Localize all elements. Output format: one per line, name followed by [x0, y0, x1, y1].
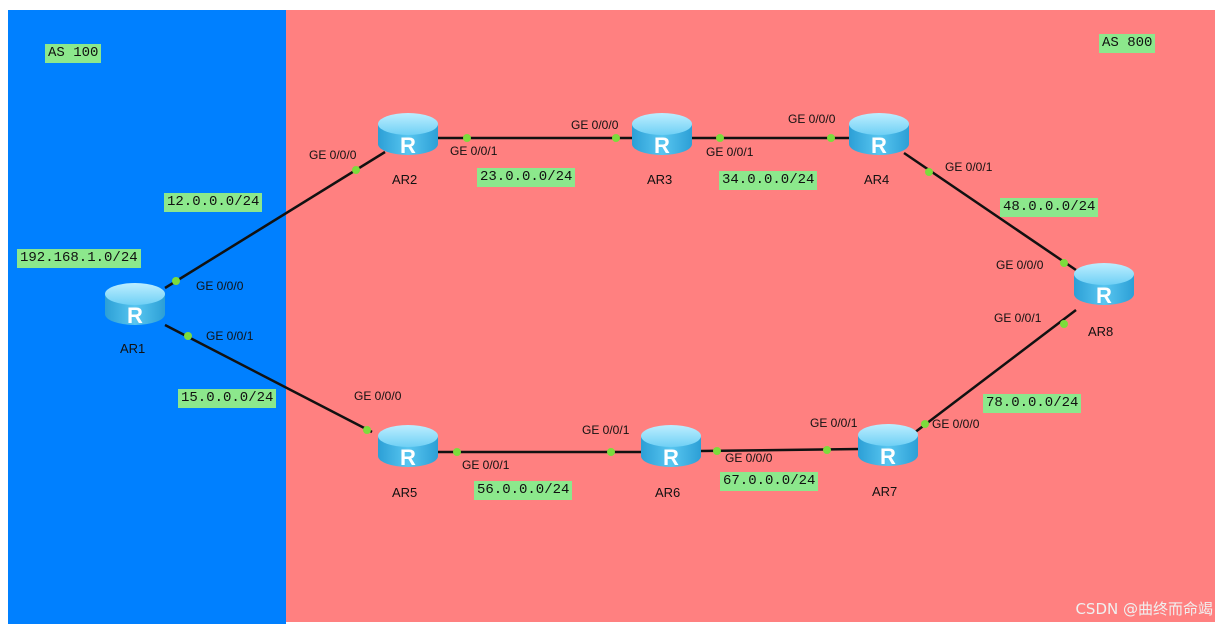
router-name-ar3: AR3 — [647, 172, 673, 187]
port-label-ar4-g0: GE 0/0/0 — [788, 112, 836, 126]
port-label-ar3-g1: GE 0/0/1 — [706, 145, 754, 159]
as800-label: AS 800 — [1099, 34, 1156, 53]
port-dot-ar5-g0 — [363, 426, 371, 434]
router-name-ar6: AR6 — [655, 485, 681, 500]
port-dot-ar6-g1 — [607, 448, 615, 456]
link-ar6-ar7 — [699, 447, 861, 453]
port-dot-ar2-g1 — [463, 134, 471, 142]
port-label-ar5-g0: GE 0/0/0 — [354, 389, 402, 403]
svg-text:R: R — [880, 444, 896, 469]
svg-text:R: R — [663, 445, 679, 470]
watermark: CSDN @曲终而命竭 — [1075, 600, 1213, 618]
port-label-ar7-g0: GE 0/0/0 — [932, 417, 980, 431]
link-ar7-ar8 — [913, 309, 1077, 434]
port-label-ar2-g1: GE 0/0/1 — [450, 144, 498, 158]
svg-text:R: R — [400, 133, 416, 158]
router-ar7-icon: R — [858, 424, 918, 469]
network-label-23: 23.0.0.0/24 — [477, 168, 576, 187]
svg-text:R: R — [871, 133, 887, 158]
port-label-ar8-g0: GE 0/0/0 — [996, 258, 1044, 272]
port-label-ar3-g0: GE 0/0/0 — [571, 118, 619, 132]
port-label-ar6-g0: GE 0/0/0 — [725, 451, 773, 465]
network-label-56: 56.0.0.0/24 — [474, 481, 573, 500]
router-ar2-icon: R — [378, 113, 438, 158]
svg-text:R: R — [1096, 283, 1112, 308]
router-name-ar1: AR1 — [120, 341, 146, 356]
router-name-ar7: AR7 — [872, 484, 898, 499]
port-dot-ar1-g0 — [172, 277, 180, 285]
port-label-ar7-g1: GE 0/0/1 — [810, 416, 858, 430]
router-ar4-icon: R — [849, 113, 909, 158]
port-dot-ar3-g1 — [716, 134, 724, 142]
port-dot-ar4-g0 — [827, 134, 835, 142]
port-dot-ar6-g0 — [713, 447, 721, 455]
router-ar3-icon: R — [632, 113, 692, 158]
as800-region — [286, 10, 1215, 622]
network-label-67: 67.0.0.0/24 — [720, 472, 819, 491]
port-dot-ar8-g1 — [1060, 320, 1068, 328]
router-name-ar5: AR5 — [392, 485, 418, 500]
router-ar5-icon: R — [378, 425, 438, 470]
router-name-ar2: AR2 — [392, 172, 418, 187]
port-dot-ar8-g0 — [1060, 259, 1068, 267]
svg-text:R: R — [654, 133, 670, 158]
link-ar1-ar5 — [164, 323, 373, 434]
port-dot-ar2-g0 — [352, 166, 360, 174]
port-dot-ar1-g1 — [184, 332, 192, 340]
network-label-192: 192.168.1.0/24 — [17, 249, 141, 268]
port-dot-ar7-g1 — [823, 446, 831, 454]
svg-text:R: R — [400, 445, 416, 470]
network-label-78: 78.0.0.0/24 — [983, 394, 1082, 413]
router-ar8-icon: R — [1074, 263, 1134, 308]
port-label-ar4-g1: GE 0/0/1 — [945, 160, 993, 174]
port-label-ar5-g1: GE 0/0/1 — [462, 458, 510, 472]
port-dot-ar4-g1 — [925, 168, 933, 176]
network-label-34: 34.0.0.0/24 — [719, 171, 818, 190]
network-label-12: 12.0.0.0/24 — [164, 193, 263, 212]
svg-text:R: R — [127, 303, 143, 328]
port-dot-ar7-g0 — [921, 420, 929, 428]
router-name-ar4: AR4 — [864, 172, 890, 187]
port-label-ar8-g1: GE 0/0/1 — [994, 311, 1042, 325]
port-label-ar1-g1: GE 0/0/1 — [206, 329, 254, 343]
network-label-15: 15.0.0.0/24 — [178, 389, 277, 408]
router-name-ar8: AR8 — [1088, 324, 1114, 339]
network-label-48: 48.0.0.0/24 — [1000, 198, 1099, 217]
router-ar1-icon: R — [105, 283, 165, 328]
link-ar1-ar2 — [164, 150, 386, 290]
port-label-ar2-g0: GE 0/0/0 — [309, 148, 357, 162]
port-label-ar1-g0: GE 0/0/0 — [196, 279, 244, 293]
port-dot-ar5-g1 — [453, 448, 461, 456]
port-dot-ar3-g0 — [612, 134, 620, 142]
router-ar6-icon: R — [641, 425, 701, 470]
port-label-ar6-g1: GE 0/0/1 — [582, 423, 630, 437]
as100-label: AS 100 — [45, 44, 102, 63]
